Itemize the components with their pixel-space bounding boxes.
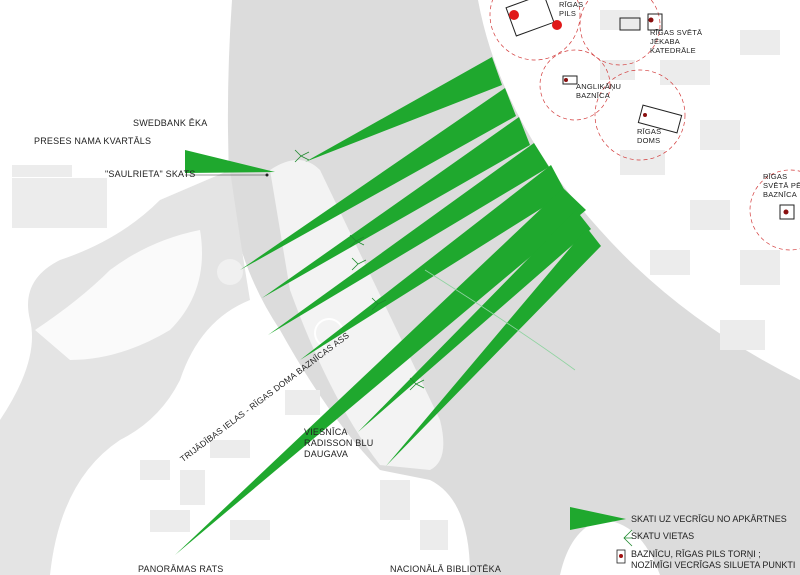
- label-swedbank: SWEDBANK ĒKA: [133, 118, 208, 128]
- view-wedge: [175, 188, 586, 555]
- viewpoint-icons: [294, 149, 576, 391]
- legend-views-label: SKATI UZ VECRĪGU NO APKĀRTNES: [631, 514, 787, 524]
- view-wedge-saulrieta: [185, 150, 275, 173]
- legend-wedge-icon: [570, 507, 626, 530]
- label-biblioteka: NACIONĀLĀ BIBLIOTĒKA: [390, 564, 502, 574]
- view-wedge: [358, 210, 591, 432]
- view-radius-circles: [489, 0, 800, 251]
- legend-spots-label: SKATU VIETAS: [631, 531, 695, 541]
- view-wedge: [262, 117, 530, 298]
- label-preses: PRESES NAMA KVARTĀLS: [34, 136, 152, 146]
- buildings: [12, 10, 780, 550]
- label-panoramas: PANORĀMAS RATS: [138, 564, 224, 574]
- legend-spot-icon: [623, 529, 633, 547]
- legend-landmarks-label: BAZNĪCU, RĪGAS PILS TORŅI ;NOZĪMĪGI VECR…: [631, 549, 796, 570]
- view-wedge: [268, 143, 549, 335]
- view-wedge: [300, 165, 566, 360]
- landmark-markers: [509, 10, 789, 215]
- view-wedges: [175, 57, 601, 555]
- view-wedge: [386, 228, 601, 466]
- view-wedge: [305, 57, 502, 162]
- view-wedge: [240, 88, 516, 270]
- harbour: [0, 170, 250, 575]
- label-saulrieta: "SAULRIETA" SKATS: [105, 169, 196, 179]
